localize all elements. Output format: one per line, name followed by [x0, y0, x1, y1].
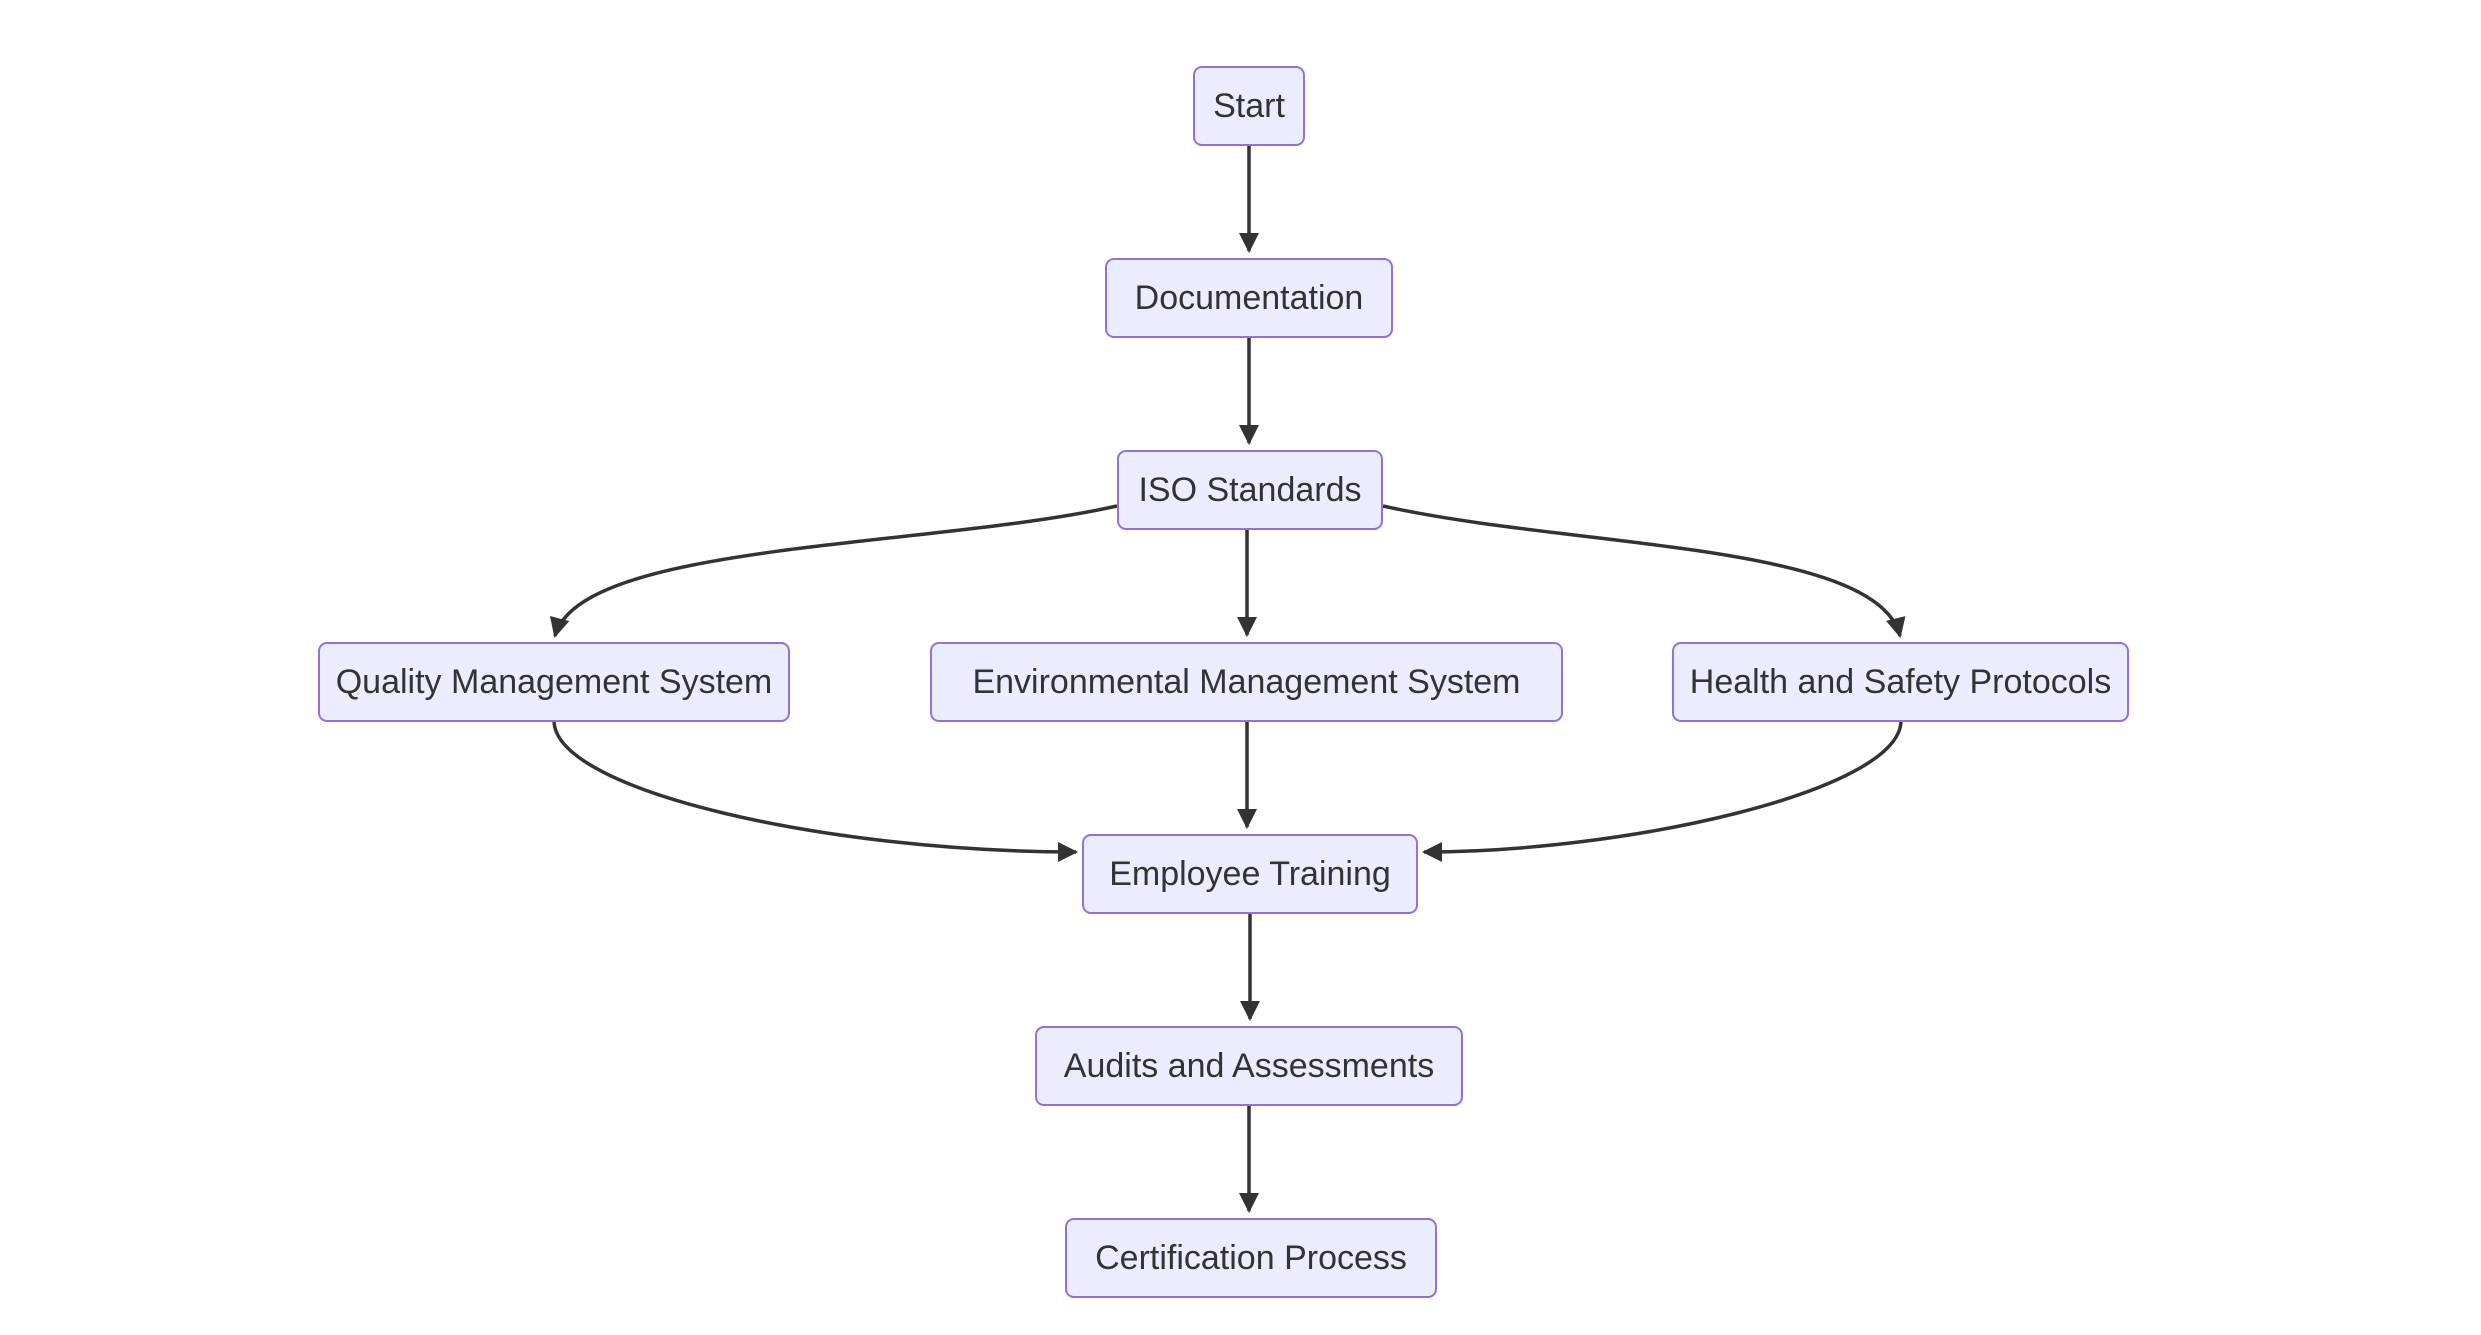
node-iso-standards: ISO Standards [1117, 450, 1383, 530]
node-health-and-safety-protocols: Health and Safety Protocols [1672, 642, 2129, 722]
node-certification-process: Certification Process [1065, 1218, 1437, 1298]
node-quality-management-system-label: Quality Management System [335, 663, 773, 701]
node-documentation: Documentation [1105, 258, 1393, 338]
node-audits-and-assessments: Audits and Assessments [1035, 1026, 1463, 1106]
node-start: Start [1193, 66, 1305, 146]
node-environmental-management-system: Environmental Management System [930, 642, 1563, 722]
node-employee-training-label: Employee Training [1109, 855, 1391, 893]
node-health-and-safety-protocols-label: Health and Safety Protocols [1689, 663, 2112, 701]
node-quality-management-system: Quality Management System [318, 642, 790, 722]
edge-health-and-safety-protocols-employee-training [1422, 721, 1903, 862]
node-audits-and-assessments-label: Audits and Assessments [1063, 1047, 1435, 1085]
edge-iso-standards-quality-management-system [550, 504, 1118, 638]
edge-iso-standards-health-and-safety-protocols [1382, 504, 1906, 638]
node-employee-training: Employee Training [1082, 834, 1418, 914]
node-iso-standards-label: ISO Standards [1138, 471, 1362, 509]
edge-quality-management-system-employee-training [552, 721, 1078, 862]
node-environmental-management-system-label: Environmental Management System [972, 663, 1521, 701]
node-documentation-label: Documentation [1134, 279, 1364, 317]
node-start-label: Start [1213, 87, 1285, 125]
node-certification-process-label: Certification Process [1095, 1239, 1407, 1277]
